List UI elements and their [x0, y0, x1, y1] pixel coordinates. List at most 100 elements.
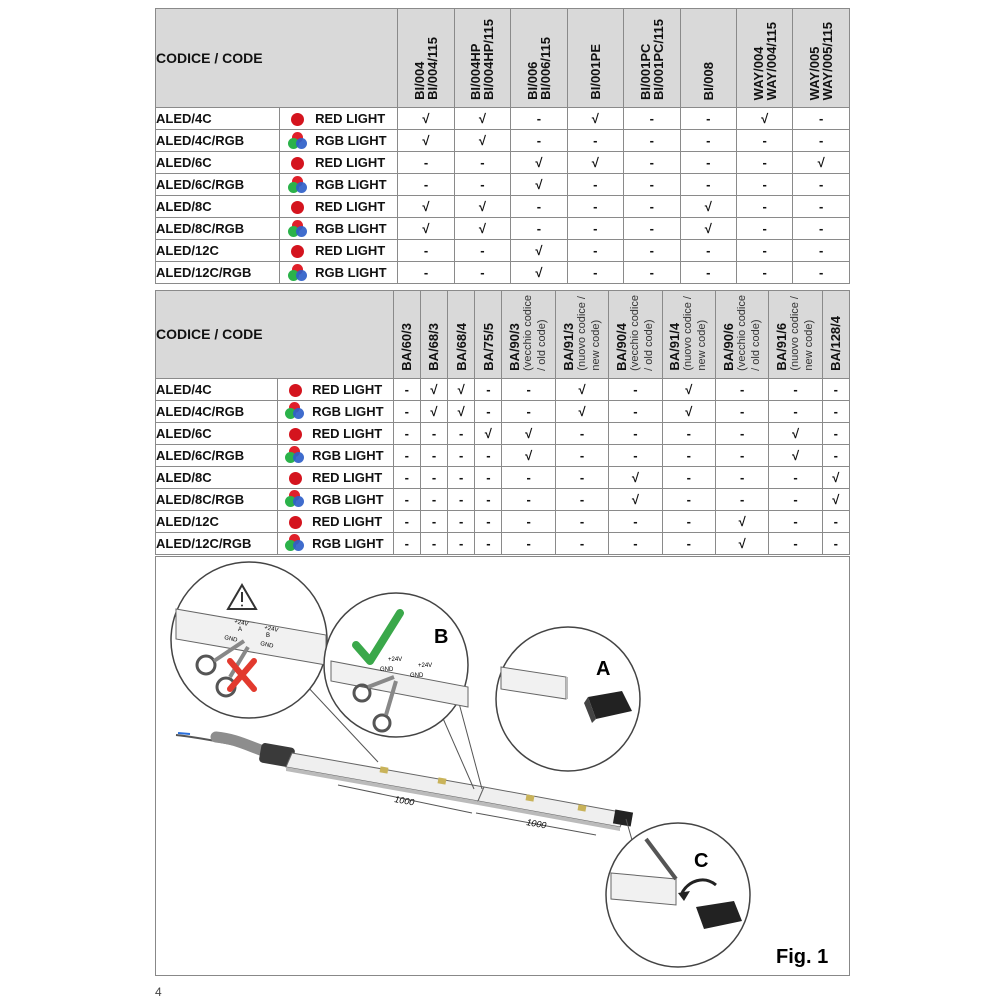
- compatible-mark: √: [608, 465, 663, 489]
- fixture-code: BA/68/4: [453, 323, 469, 371]
- not-compatible-mark: -: [392, 509, 421, 533]
- not-compatible-mark: -: [608, 531, 663, 555]
- fixture-column-header: BA/91/4(nuovo codice /new code): [661, 290, 716, 379]
- not-compatible-mark: -: [768, 509, 823, 533]
- fixture-code-note: / old code): [536, 319, 549, 371]
- rgb-dot-icon: [285, 534, 305, 552]
- not-compatible-mark: -: [419, 509, 449, 533]
- light-color-cell: [276, 509, 313, 533]
- arrow-icon: [680, 878, 717, 894]
- not-compatible-mark: -: [792, 261, 850, 284]
- not-compatible-mark: -: [397, 173, 455, 196]
- svg-text:A: A: [238, 627, 242, 633]
- not-compatible-mark: -: [661, 443, 716, 467]
- not-compatible-mark: -: [735, 239, 794, 262]
- fixture-code: BA/91/6: [774, 323, 790, 371]
- fixture-code: BI/008: [700, 61, 716, 100]
- fixture-column-header: BA/68/4: [447, 290, 476, 379]
- not-compatible-mark: -: [792, 195, 850, 218]
- compatible-mark: √: [714, 531, 770, 555]
- not-compatible-mark: -: [392, 377, 421, 401]
- wrong-mark-icon: [227, 658, 257, 692]
- compatible-mark: √: [735, 107, 794, 130]
- not-compatible-mark: -: [554, 487, 610, 511]
- not-compatible-mark: -: [768, 377, 823, 401]
- not-compatible-mark: -: [623, 151, 681, 174]
- fixture-code-note: (vecchio codice: [735, 295, 748, 371]
- not-compatible-mark: -: [714, 421, 770, 445]
- fixture-code-note: new code): [696, 320, 709, 371]
- red-dot-icon: [291, 201, 305, 215]
- not-compatible-mark: -: [419, 443, 449, 467]
- compatible-mark: √: [608, 487, 663, 511]
- light-type: RGB LIGHT: [312, 487, 394, 511]
- fixture-column-header: BI/008: [679, 8, 737, 108]
- product-code: ALED/12C: [155, 509, 278, 533]
- light-type: RGB LIGHT: [315, 261, 399, 284]
- not-compatible-mark: -: [392, 399, 421, 423]
- tool-icon: [644, 837, 678, 881]
- not-compatible-mark: -: [792, 129, 850, 152]
- not-compatible-mark: -: [566, 261, 625, 284]
- not-compatible-mark: -: [501, 531, 556, 555]
- fixture-column-header: BA/75/5: [474, 290, 503, 379]
- product-code: ALED/12C/RGB: [154, 261, 281, 284]
- compatible-mark: √: [447, 399, 476, 423]
- fixture-code: BA/91/4: [667, 323, 683, 371]
- not-compatible-mark: -: [474, 531, 503, 555]
- not-compatible-mark: -: [623, 195, 681, 218]
- not-compatible-mark: -: [419, 421, 449, 445]
- compatible-mark: √: [501, 443, 556, 467]
- code-column-header: CODICE / CODE: [154, 8, 399, 108]
- red-dot-icon: [288, 383, 302, 397]
- compatible-mark: √: [510, 173, 568, 196]
- fixture-code: WAY/004/115: [763, 21, 779, 100]
- svg-text:+24V: +24V: [264, 625, 279, 634]
- fixture-column-header: BA/91/6(nuovo codice /new code): [768, 290, 823, 379]
- not-compatible-mark: -: [566, 195, 625, 218]
- svg-text:B: B: [266, 633, 270, 639]
- scissors-icon: [352, 683, 372, 703]
- fixture-code-note: (nuovo codice /: [789, 296, 802, 371]
- product-code: ALED/6C: [154, 151, 281, 174]
- warning-icon: [226, 583, 258, 610]
- light-color-cell: [279, 261, 316, 284]
- product-code: ALED/12C: [154, 239, 281, 262]
- not-compatible-mark: -: [392, 443, 421, 467]
- not-compatible-mark: -: [821, 443, 851, 467]
- product-code: ALED/4C: [154, 107, 281, 130]
- end-cap-icon: [696, 901, 742, 929]
- rgb-dot-icon: [287, 175, 308, 194]
- not-compatible-mark: -: [566, 129, 625, 152]
- dimension-label-1: 1000: [394, 794, 415, 807]
- product-code: ALED/8C/RGB: [155, 487, 278, 511]
- product-code: ALED/4C/RGB: [154, 129, 281, 152]
- compatible-mark: √: [821, 487, 851, 511]
- light-color-cell: [276, 399, 313, 423]
- not-compatible-mark: -: [623, 217, 681, 240]
- not-compatible-mark: -: [419, 465, 449, 489]
- fixture-code: BA/91/3: [560, 323, 576, 371]
- fixture-code: BA/75/5: [480, 323, 496, 371]
- not-compatible-mark: -: [735, 151, 794, 174]
- light-type: RGB LIGHT: [312, 531, 394, 555]
- fixture-code: BI/001PE: [587, 44, 603, 100]
- light-type: RED LIGHT: [315, 151, 399, 174]
- compatible-mark: √: [554, 399, 610, 423]
- rgb-dot-icon: [287, 263, 308, 282]
- fixture-code-note: / old code): [642, 319, 655, 371]
- svg-text:GND: GND: [224, 635, 239, 644]
- fixture-code: BI/001PC/115: [650, 19, 666, 100]
- not-compatible-mark: -: [768, 399, 823, 423]
- red-dot-icon: [288, 471, 302, 485]
- code-column-header: CODICE / CODE: [155, 290, 394, 379]
